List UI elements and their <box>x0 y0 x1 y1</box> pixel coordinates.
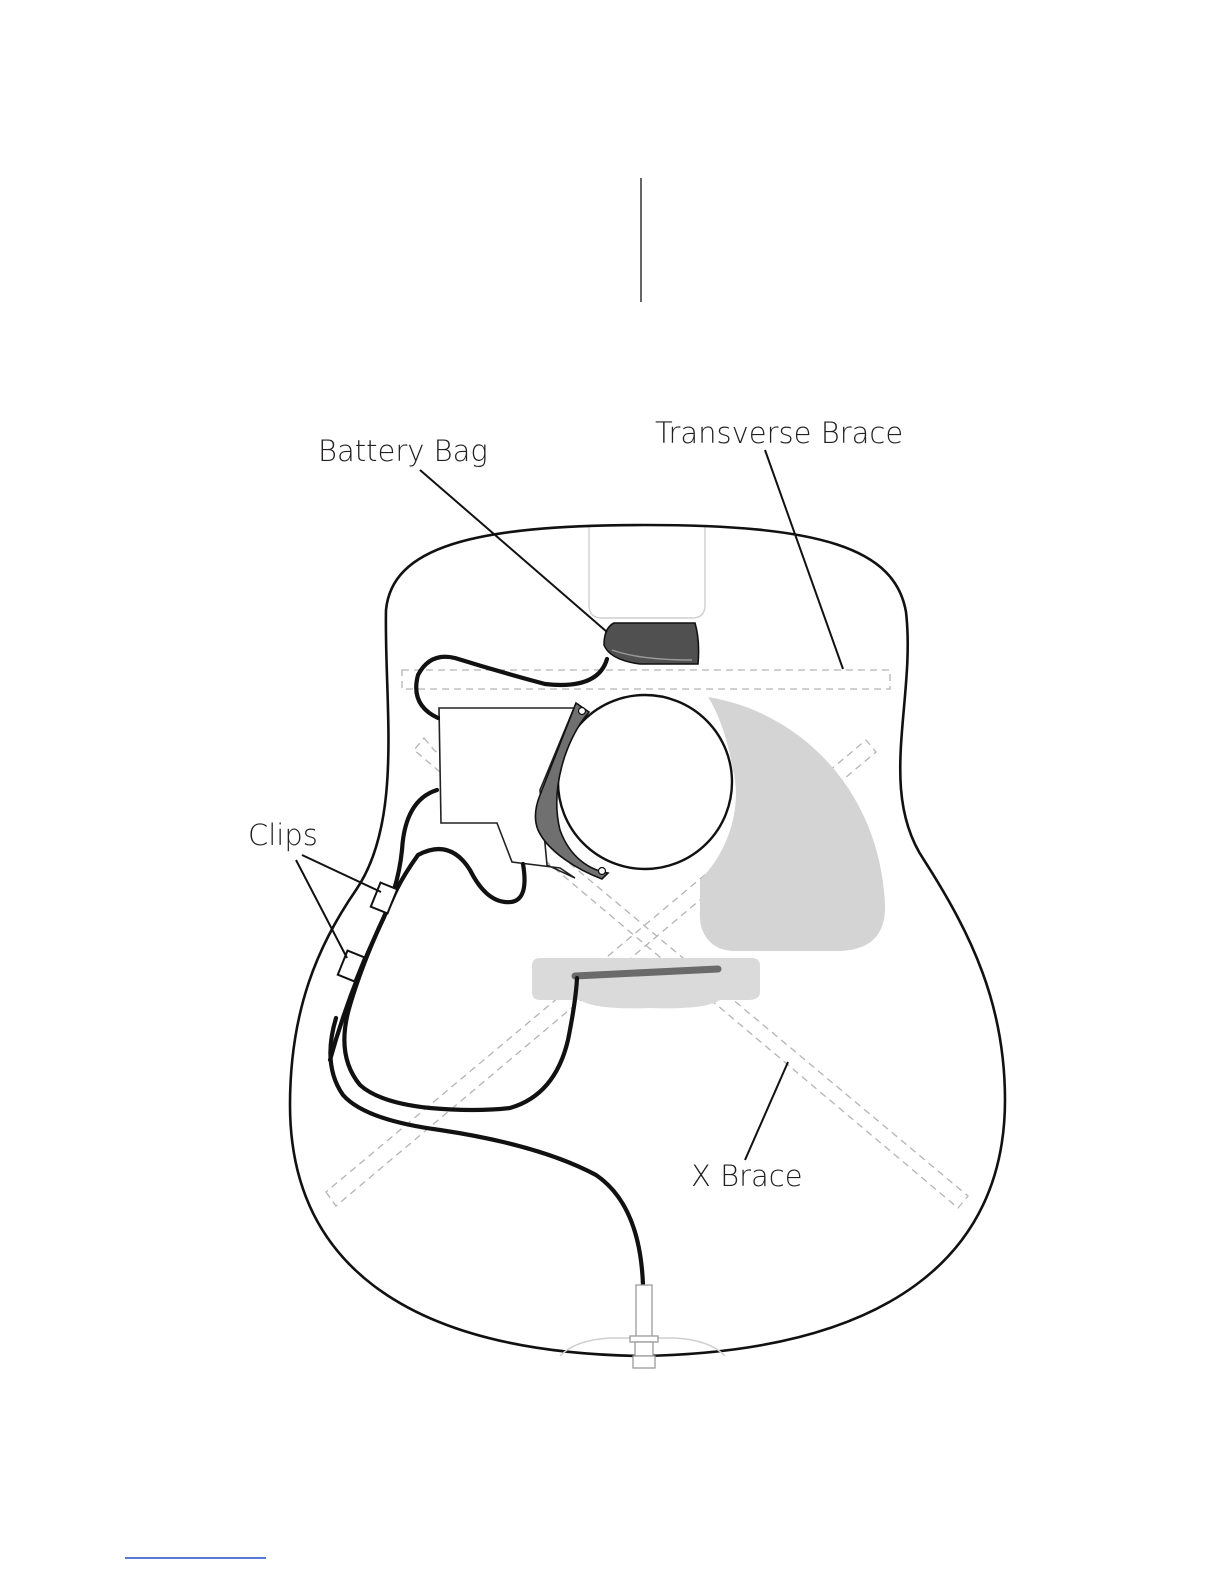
neck-block <box>589 527 705 618</box>
bracket-screw-top <box>579 708 586 715</box>
transverse-brace-leader <box>765 450 843 669</box>
cable-clip-upper <box>371 883 397 914</box>
clips-label: Clips <box>248 818 318 852</box>
bracket-screw-bottom <box>599 868 606 875</box>
bridge-plate <box>532 958 760 1008</box>
clips-leader-upper <box>302 855 381 892</box>
battery-bag <box>604 623 699 664</box>
x-brace-leader <box>745 1062 788 1160</box>
clips-leader-lower <box>296 860 347 958</box>
sound-hole <box>558 695 732 869</box>
output-jack <box>560 1285 725 1368</box>
battery-bag-label: Battery Bag <box>318 434 488 468</box>
transverse-brace <box>402 670 890 689</box>
transverse-brace-label: Transverse Brace <box>655 416 903 450</box>
battery-bag-leader <box>420 470 607 632</box>
output-cable <box>330 1018 643 1285</box>
x-brace-label: X Brace <box>691 1159 803 1193</box>
pickguard <box>700 697 885 951</box>
